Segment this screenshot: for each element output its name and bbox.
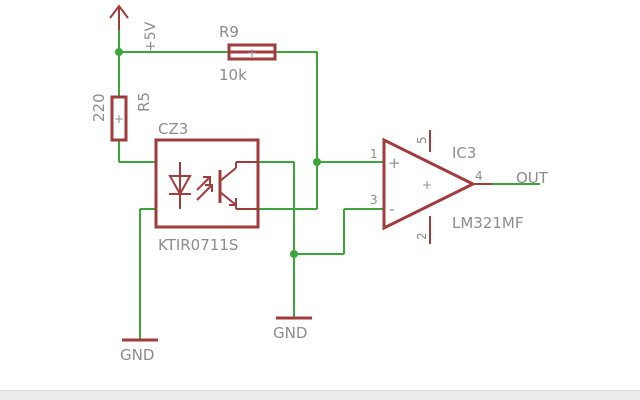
r9-value: 10k — [219, 66, 247, 84]
ic3-pin-3: 3 — [370, 193, 378, 207]
ic3-minus-sign: - — [389, 200, 394, 218]
cz3-part: KTIR0711S — [158, 236, 238, 254]
junction-dot — [290, 250, 298, 258]
ground-symbol-right: GND — [273, 316, 312, 342]
window-bottom-bar — [0, 390, 640, 400]
r5-name: R5 — [135, 92, 153, 112]
ic3-name: IC3 — [452, 144, 476, 162]
wires — [118, 30, 540, 340]
light-arrows-icon — [196, 176, 213, 201]
resistor-r5: + R5 220 — [90, 92, 153, 142]
ground-label: GND — [120, 346, 154, 364]
ic3-pin-4: 4 — [475, 169, 483, 183]
r5-value: 220 — [90, 93, 108, 122]
junction-dot — [115, 48, 123, 56]
r9-name: R9 — [219, 23, 239, 41]
ic3-plus-sign: + — [388, 154, 401, 172]
phototransistor-icon — [218, 161, 258, 210]
r9-marker: + — [247, 46, 257, 60]
ic3-center-sign: + — [422, 178, 432, 192]
opamp-ic3: + - + 1 3 4 5 2 IC3 LM321MF — [370, 130, 524, 244]
cz3-name: CZ3 — [158, 120, 188, 138]
optosensor-cz3: CZ3 KTIR0711S — [154, 120, 260, 254]
ic3-pin-2: 2 — [415, 232, 429, 240]
ground-symbol-left: GND — [120, 338, 158, 364]
output-label: OUT — [516, 169, 549, 187]
ic3-pin-5: 5 — [415, 136, 429, 144]
ground-label: GND — [273, 324, 307, 342]
ic3-pin-1: 1 — [370, 147, 378, 161]
junction-dot — [313, 158, 321, 166]
schematic-canvas: +5V + R9 10k + R5 220 — [90, 4, 549, 364]
supply-5v: +5V — [109, 4, 159, 52]
junctions — [115, 48, 321, 258]
supply-5v-label: +5V — [143, 21, 159, 52]
led-icon — [168, 162, 192, 209]
ic3-part: LM321MF — [452, 214, 524, 232]
r5-marker: + — [114, 112, 124, 126]
resistor-r9: + R9 10k — [219, 23, 277, 84]
